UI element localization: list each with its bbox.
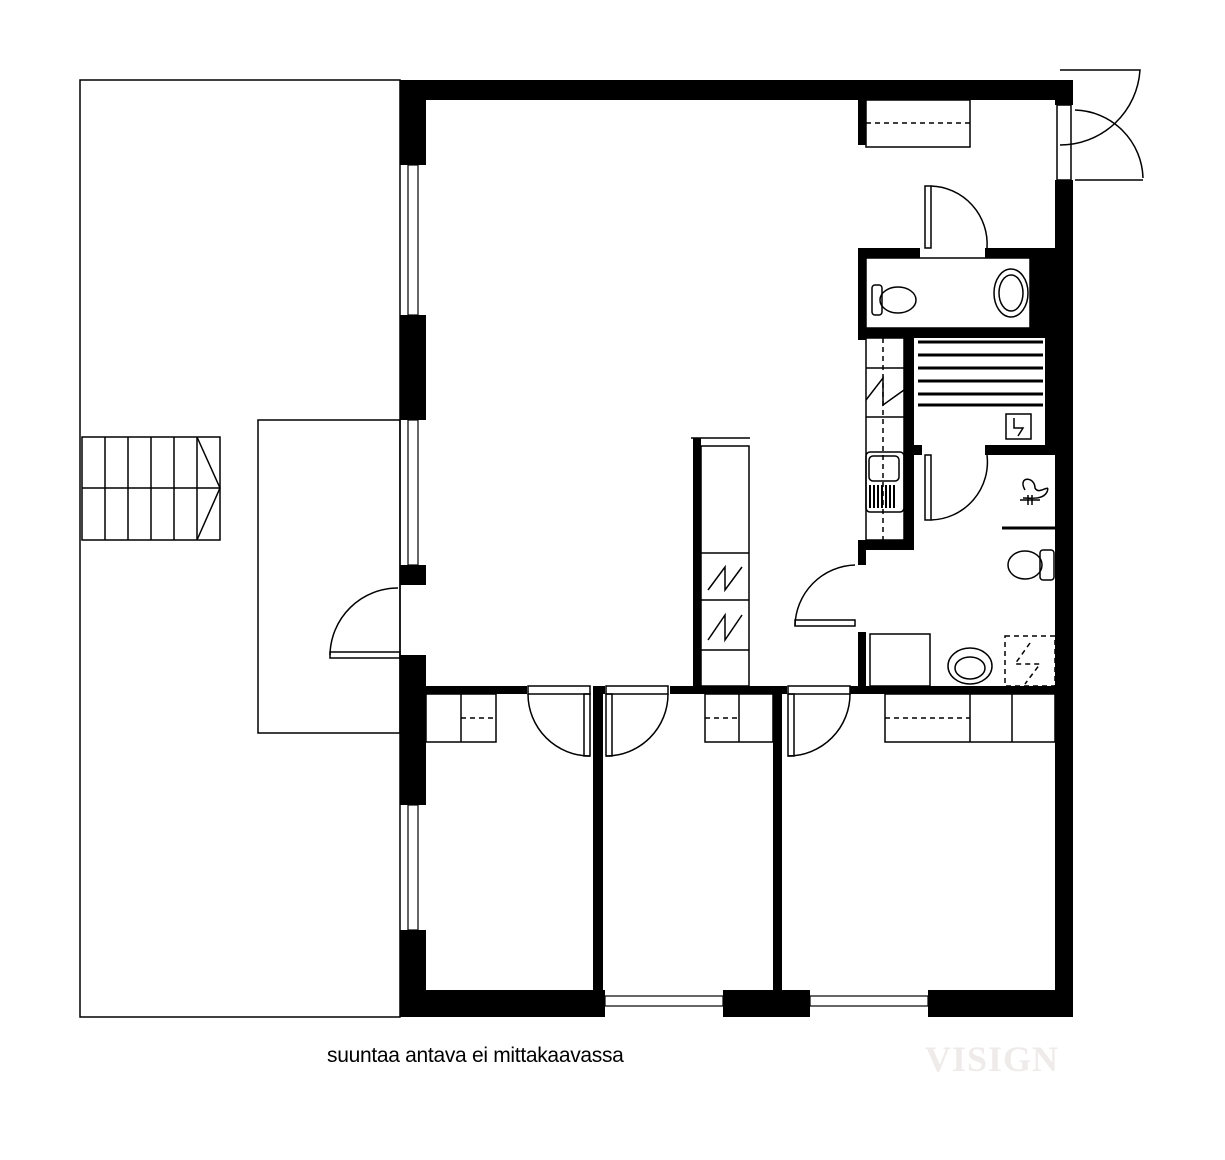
outdoor-stairs: [81, 436, 221, 541]
windows: [407, 164, 929, 1007]
plan-caption: suuntaa antava ei mittakaavassa: [327, 1044, 624, 1067]
terrace: [79, 79, 401, 1018]
bathroom: [869, 478, 1056, 687]
doors: [329, 69, 1144, 757]
kitchen-counter: [865, 337, 905, 541]
wc: [865, 257, 1031, 329]
kitchen-island: [691, 437, 750, 687]
closets: [425, 99, 1056, 743]
sauna: [918, 340, 1043, 440]
walls: [400, 80, 1073, 1017]
watermark-logo: VISIGN: [925, 1039, 1060, 1079]
